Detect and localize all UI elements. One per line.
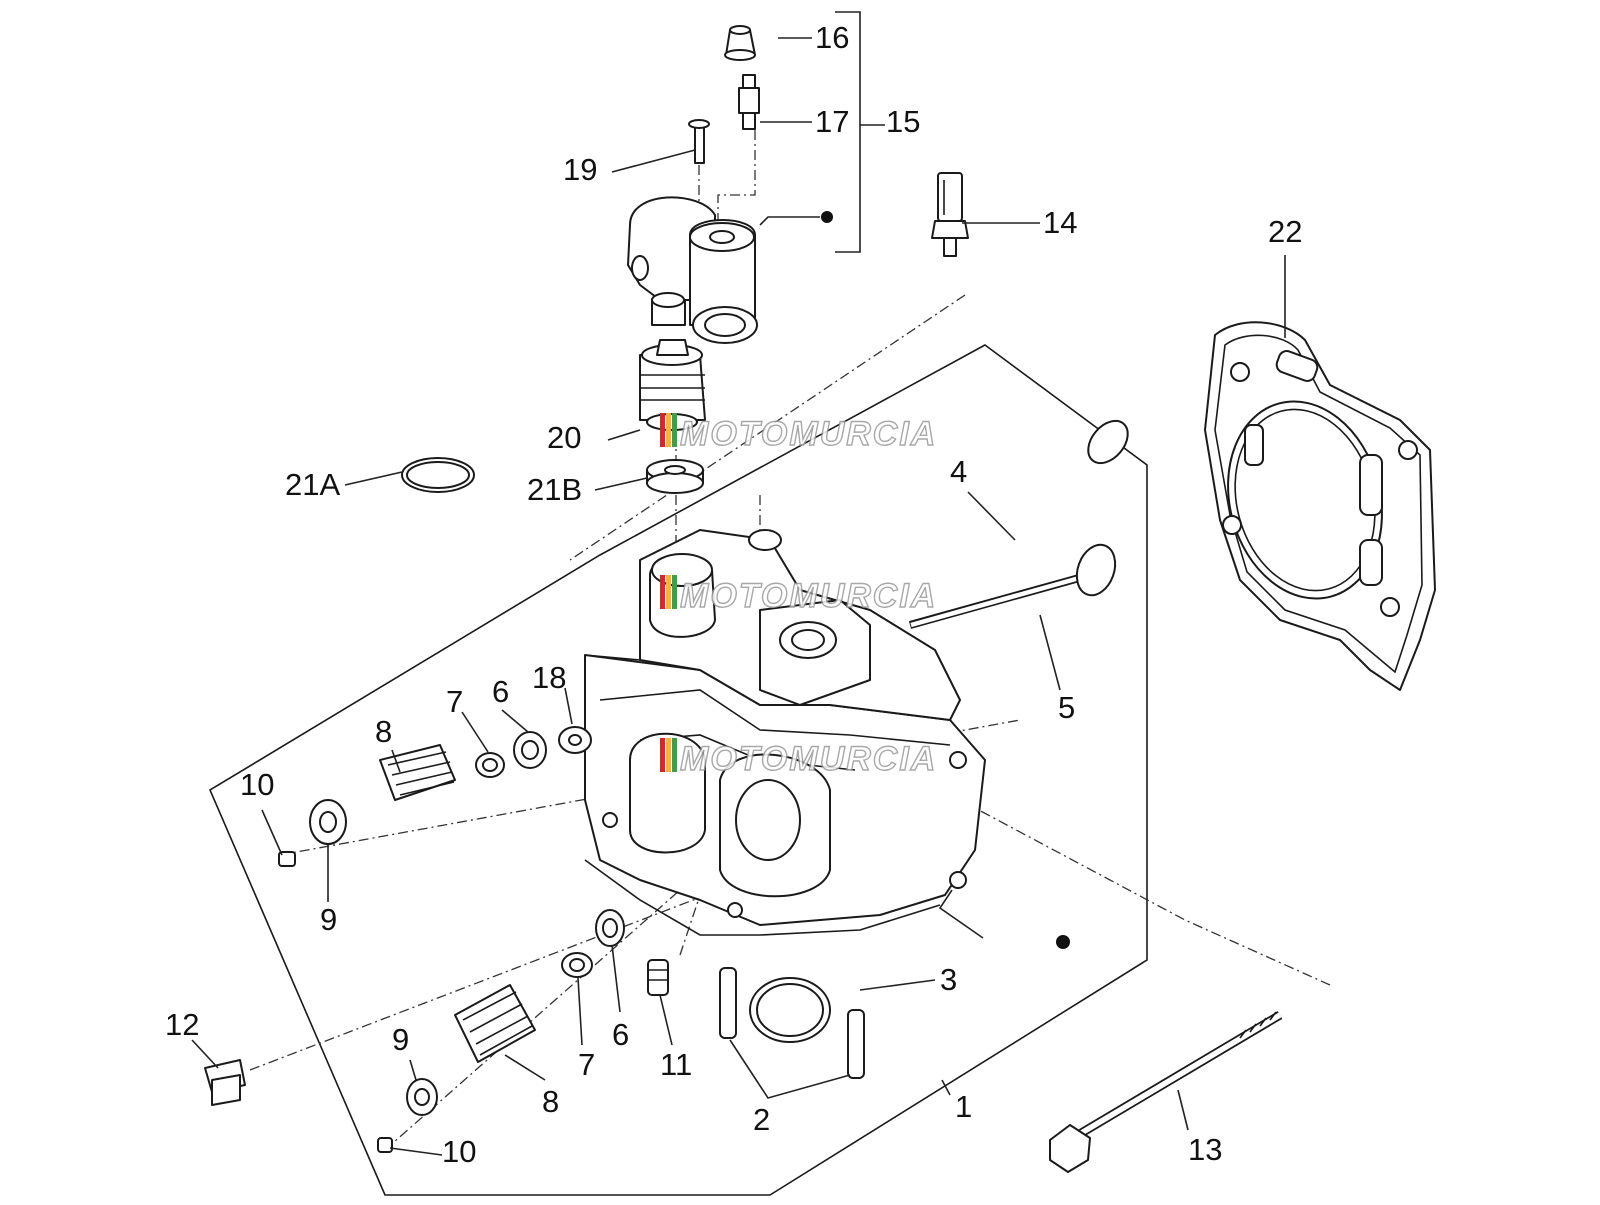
- callout-20: 20: [547, 420, 581, 455]
- watermark-3: MOTOMURCIA: [660, 738, 937, 779]
- seal-21b: [646, 459, 704, 494]
- housing-screw: [688, 119, 710, 164]
- valve-spring-upper: [379, 744, 456, 801]
- exhaust-valve: [919, 419, 1129, 602]
- cotter-lower: [377, 1137, 393, 1153]
- thermostat: [639, 339, 706, 431]
- callout-15: 15: [886, 104, 920, 139]
- valve-seal-upper: [513, 731, 547, 769]
- valve-seal-lower: [595, 909, 625, 947]
- spring-seat-lower: [406, 1078, 438, 1116]
- callout-5: 5: [1058, 690, 1075, 725]
- callout-17: 17: [815, 104, 849, 139]
- thermostat-housing: [627, 196, 758, 344]
- watermark-2: MOTOMURCIA: [660, 575, 937, 616]
- callout-7-upper: 7: [446, 684, 463, 719]
- callout-labels: 16 17 15 19 14 22 20 21A 21B 4 5 18 7 6 …: [165, 20, 1302, 1169]
- cylinder-head-group-outline: [208, 344, 1148, 1196]
- leader-lines: [191, 37, 1286, 1156]
- bleed-screw-cap: [724, 25, 756, 61]
- callout-21b: 21B: [527, 472, 582, 507]
- watermark-stripe-green: [672, 413, 677, 447]
- cotter-upper: [278, 851, 296, 867]
- gasket-ring-3: [749, 977, 831, 1043]
- callout-9-upper: 9: [320, 902, 337, 937]
- spring-seat-upper: [309, 799, 347, 845]
- callout-19: 19: [563, 152, 597, 187]
- reference-dot-head: [1056, 935, 1070, 949]
- stud-bolt-13: [1049, 1011, 1283, 1173]
- callout-3: 3: [940, 962, 957, 997]
- callout-16: 16: [815, 20, 849, 55]
- callout-10-lower: 10: [442, 1134, 476, 1169]
- plug-12: [204, 1059, 246, 1106]
- valve-spring-lower: [454, 984, 536, 1063]
- watermark-stripe-yellow: [666, 413, 671, 447]
- valve-guide-11: [647, 959, 669, 996]
- callout-21a: 21A: [285, 467, 340, 502]
- callout-14: 14: [1043, 205, 1077, 240]
- callout-18: 18: [532, 660, 566, 695]
- washer-18: [558, 726, 592, 754]
- callout-10-upper: 10: [240, 767, 274, 802]
- bleed-screw: [738, 74, 760, 130]
- callout-7-lower: 7: [578, 1047, 595, 1082]
- intake-valve: [908, 543, 1117, 629]
- watermark-text: MOTOMURCIA: [680, 577, 937, 615]
- watermark-text: MOTOMURCIA: [680, 415, 937, 453]
- callout-8-upper: 8: [375, 714, 392, 749]
- valve-cap-upper: [475, 752, 505, 778]
- valve-cap-lower: [561, 952, 593, 978]
- callout-11: 11: [660, 1047, 692, 1082]
- callout-8-lower: 8: [542, 1084, 559, 1119]
- callout-9-lower: 9: [392, 1022, 409, 1057]
- group-15-bracket: [835, 11, 885, 253]
- callout-22: 22: [1268, 214, 1302, 249]
- head-gasket: [1204, 321, 1436, 691]
- callout-12: 12: [165, 1007, 199, 1042]
- callout-1: 1: [955, 1089, 972, 1124]
- o-ring-21a: [401, 457, 475, 493]
- callout-4: 4: [950, 454, 967, 489]
- reference-dot-housing: [821, 211, 833, 223]
- watermark-stripe-red: [660, 413, 665, 447]
- callout-2: 2: [753, 1102, 770, 1137]
- dowel-pin-left: [719, 967, 737, 1039]
- watermark-1: MOTOMURCIA: [660, 413, 937, 454]
- callout-6-upper: 6: [492, 674, 509, 709]
- dowel-pin-right: [847, 1009, 865, 1079]
- callout-13: 13: [1188, 1132, 1222, 1167]
- watermark-text: MOTOMURCIA: [680, 740, 937, 778]
- callout-6-lower: 6: [612, 1017, 629, 1052]
- temperature-sensor: [931, 172, 969, 257]
